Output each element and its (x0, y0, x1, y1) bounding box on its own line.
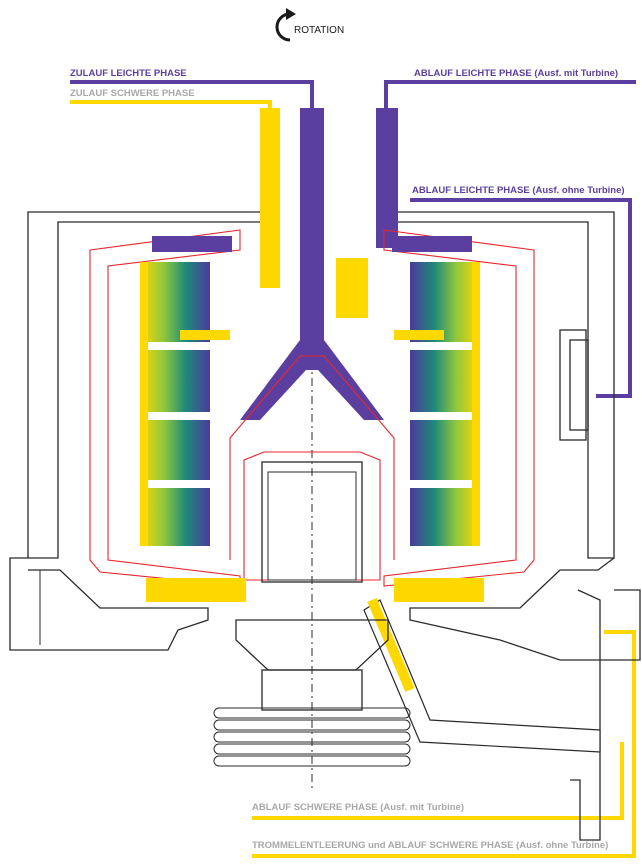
label-ablauf-schwere-mit-turbine: ABLAUF SCHWERE PHASE (Ausf. mit Turbine) (252, 802, 464, 813)
rotation-label: ROTATION (294, 25, 344, 36)
distributor-cone (240, 340, 384, 420)
heavy-phase-drain (363, 599, 601, 753)
spindle (213, 619, 411, 767)
label-ablauf-leichte-ohne-turbine: ABLAUF LEICHTE PHASE (Ausf. ohne Turbine… (412, 185, 625, 196)
distributor-outline (229, 355, 395, 560)
leader-zulauf-leichte (70, 80, 314, 108)
inlet-heavy-phase-pipe (260, 108, 280, 288)
rotation-icon (275, 8, 296, 42)
leader-ablauf-schwere-mit (252, 742, 624, 820)
leader-trommelentleerung (252, 630, 636, 858)
disc-stack-left (140, 236, 232, 546)
label-ablauf-leichte-mit-turbine: ABLAUF LEICHTE PHASE (Ausf. mit Turbine) (414, 68, 618, 79)
label-zulauf-leichte-phase: ZULAUF LEICHTE PHASE (70, 68, 187, 79)
outlet-light-phase-pipe (376, 108, 398, 248)
leader-ablauf-leichte-ohne (410, 198, 632, 398)
disc-stack-right (392, 236, 480, 546)
heavy-phase-bottom-left (146, 578, 246, 602)
inlet-light-phase-pipe (300, 108, 324, 346)
label-trommelentleerung: TROMMELENTLEERUNG und ABLAUF SCHWERE PHA… (252, 840, 608, 851)
heavy-phase-drain-fill (367, 598, 415, 692)
leader-zulauf-schwere (70, 100, 272, 112)
label-zulauf-schwere-phase: ZULAUF SCHWERE PHASE (70, 88, 195, 99)
bowl-outline (89, 229, 535, 587)
heavy-phase-bottom-right (394, 578, 484, 602)
leader-ablauf-leichte-mit (384, 80, 636, 108)
heavy-phase-chamber (336, 258, 368, 318)
